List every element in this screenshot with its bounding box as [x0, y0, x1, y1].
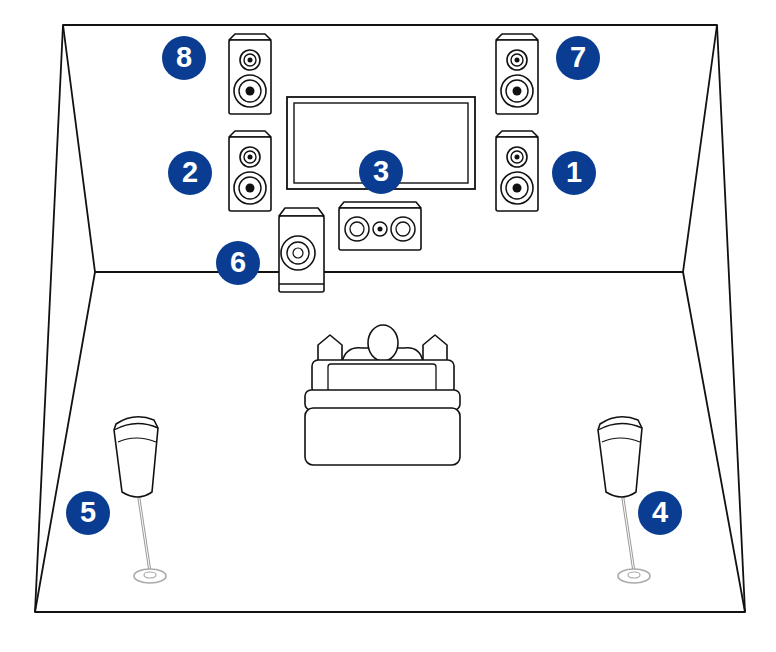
- callout-number: 1: [552, 150, 596, 194]
- callout-number: 4: [638, 490, 682, 534]
- callout-discs: [66, 36, 682, 535]
- callout-number: 5: [66, 490, 110, 534]
- callout-number: 3: [359, 149, 403, 193]
- callout-number: 8: [162, 35, 206, 79]
- callout-number: 2: [168, 150, 212, 194]
- callout-number: 7: [556, 35, 600, 79]
- callout-number: 6: [216, 240, 260, 284]
